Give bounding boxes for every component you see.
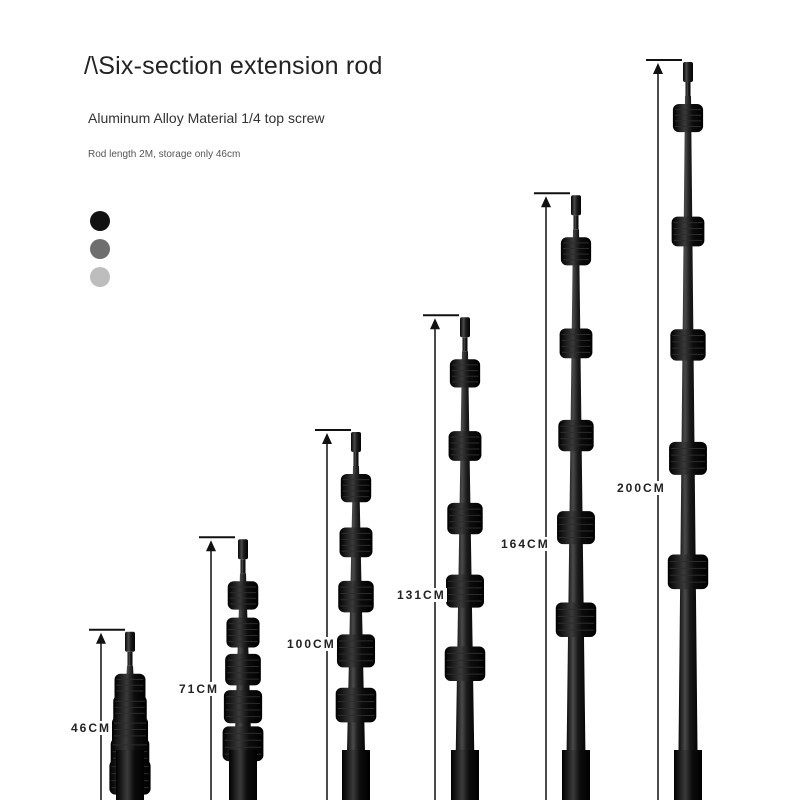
rod-1-grip-collar-1 (114, 673, 146, 703)
rod-3-tube (346, 466, 366, 800)
rod-5-grip-collar-4 (557, 511, 595, 545)
rod-6-grip-collar-4 (669, 441, 707, 475)
rod-2-grip-collar-3 (225, 653, 261, 686)
rod-3-screw-tip (351, 432, 361, 452)
rod-2-handle (229, 750, 257, 800)
rod-6-grip-collar-1 (672, 104, 704, 133)
rod-1-arrowhead (96, 632, 106, 644)
rod-2-arrowhead (206, 540, 216, 552)
rod-4-screw-tip (460, 317, 470, 338)
rod-4-screw-neck (462, 337, 468, 352)
material-subtitle: Aluminum Alloy Material 1/4 top screw (88, 110, 325, 126)
color-options (90, 211, 110, 295)
rod-4-grip-collar-5 (444, 646, 486, 682)
rod-6-grip-collar-5 (667, 554, 709, 590)
length-note: Rod length 2M, storage only 46cm (88, 149, 241, 160)
rod-1-screw-tip (125, 631, 135, 652)
rod-1-handle (116, 750, 144, 800)
rod-1-screw-neck (127, 651, 133, 666)
rod-label-164cm: 164CM (500, 537, 551, 552)
rod-3-grip-collar-2 (339, 527, 373, 558)
rod-5-grip-collar-3 (558, 419, 594, 452)
rod-6-grip-collar-2 (671, 216, 705, 247)
rod-3-grip-collar-1 (340, 474, 372, 503)
rod-2-screw-neck (240, 559, 246, 574)
rod-label-200cm: 200CM (616, 481, 667, 496)
rod-3-grip-collar-5 (335, 687, 377, 723)
rod-2-screw-tip (238, 539, 248, 560)
rod-5-grip-collar-2 (559, 328, 593, 359)
rod-6-arrowhead (653, 63, 663, 74)
rod-4-grip-collar-2 (448, 431, 482, 461)
rod-6-screw-tip (683, 62, 693, 82)
rod-label-131cm: 131CM (396, 588, 447, 603)
rod-4-grip-collar-3 (447, 502, 483, 535)
rod-6-grip-collar-3 (670, 329, 706, 361)
rod-2-grip-collar-1 (227, 581, 259, 610)
rod-5-handle (562, 750, 590, 800)
rod-label-46cm: 46CM (70, 720, 113, 735)
rod-2-grip-collar-4 (223, 690, 263, 724)
rod-3-screw-neck (353, 452, 359, 466)
rod-4-handle (451, 750, 479, 800)
rod-3-handle (342, 750, 370, 800)
rod-5-grip-collar-5 (555, 602, 597, 638)
rod-5-screw-tip (571, 195, 581, 216)
rod-5-arrowhead (541, 196, 551, 208)
rod-3-arrowhead (322, 433, 332, 444)
color-swatch-black[interactable] (90, 211, 110, 231)
rod-4-grip-collar-1 (449, 359, 481, 388)
rod-label-71cm: 71CM (178, 681, 221, 696)
rod-2-grip-collar-2 (226, 617, 260, 648)
color-swatch-gray[interactable] (90, 239, 110, 259)
rod-4-arrowhead (430, 318, 440, 330)
rod-3-grip-collar-3 (338, 580, 374, 613)
rod-label-100cm: 100CM (286, 636, 337, 651)
page-title: /\Six-section extension rod (84, 52, 383, 80)
rod-6-screw-neck (685, 82, 691, 96)
rod-6-handle (674, 750, 702, 800)
color-swatch-light-gray[interactable] (90, 267, 110, 287)
rod-5-grip-collar-1 (560, 237, 592, 266)
rod-3-grip-collar-4 (336, 634, 376, 668)
rod-5-screw-neck (573, 215, 579, 230)
rod-4-grip-collar-4 (446, 574, 484, 608)
